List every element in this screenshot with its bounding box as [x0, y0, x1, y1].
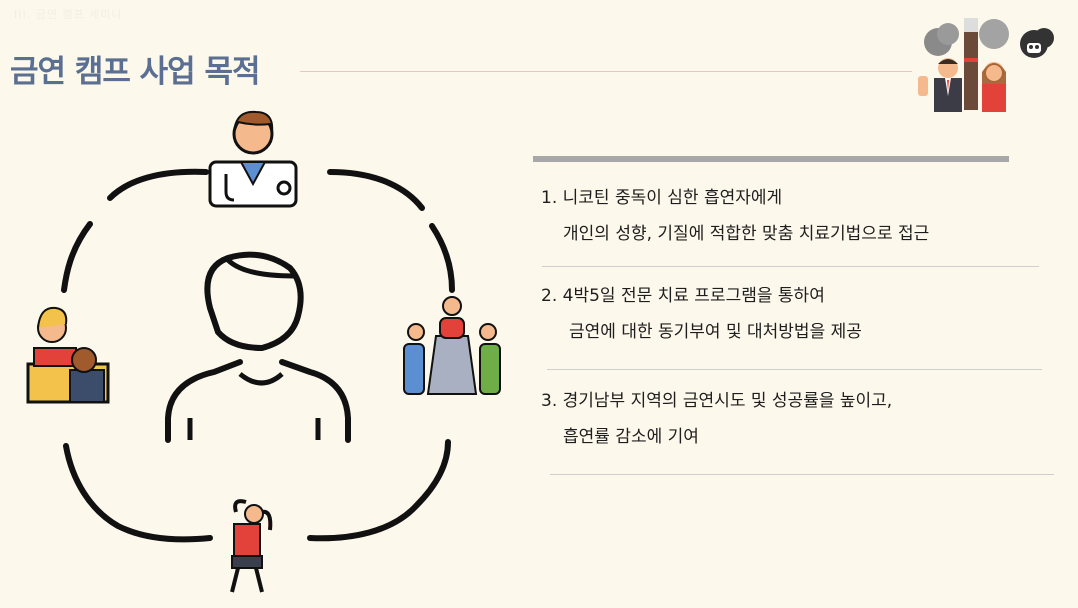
- goal-3-line-2: 흡연률 감소에 기여: [563, 427, 699, 447]
- goal-1-line-2: 개인의 성향, 기질에 적합한 맞춤 치료기법으로 접근: [563, 224, 930, 244]
- title-divider: [300, 71, 912, 72]
- goal-divider: [547, 369, 1042, 370]
- goal-item-3: 3. 경기남부 지역의 금연시도 및 성공률을 높이고, 흡연률 감소에 기여: [541, 383, 892, 455]
- group-meeting-icon: [403, 296, 501, 395]
- doctor-icon: [208, 110, 298, 208]
- care-cycle-diagram: [26, 110, 501, 593]
- goal-2-line-2: 금연에 대한 동기부여 및 대처방법을 제공: [569, 322, 862, 342]
- breadcrumb: III. 금연 캠프 세미나: [14, 8, 123, 21]
- goal-1-line-1: 1. 니코틴 중독이 심한 흡연자에게: [541, 188, 783, 208]
- goal-item-1: 1. 니코틴 중독이 심한 흡연자에게 개인의 성향, 기질에 적합한 맞춤 치…: [541, 180, 929, 252]
- smoking-harm-icon: [918, 18, 1054, 112]
- goal-divider: [550, 474, 1054, 475]
- goal-item-2: 2. 4박5일 전문 치료 프로그램을 통하여 금연에 대한 동기부여 및 대처…: [541, 278, 862, 350]
- goal-2-line-1: 2. 4박5일 전문 치료 프로그램을 통하여: [541, 286, 825, 306]
- counselor-desk-icon: [26, 306, 110, 404]
- exercising-person-icon: [230, 499, 273, 593]
- person-outline-icon: [165, 251, 351, 443]
- page-title: 금연 캠프 사업 목적: [10, 54, 261, 90]
- goals-panel-bar: [533, 156, 1009, 162]
- goal-3-line-1: 3. 경기남부 지역의 금연시도 및 성공률을 높이고,: [541, 391, 893, 411]
- cycle-ring: [61, 168, 455, 543]
- goal-divider: [542, 266, 1039, 267]
